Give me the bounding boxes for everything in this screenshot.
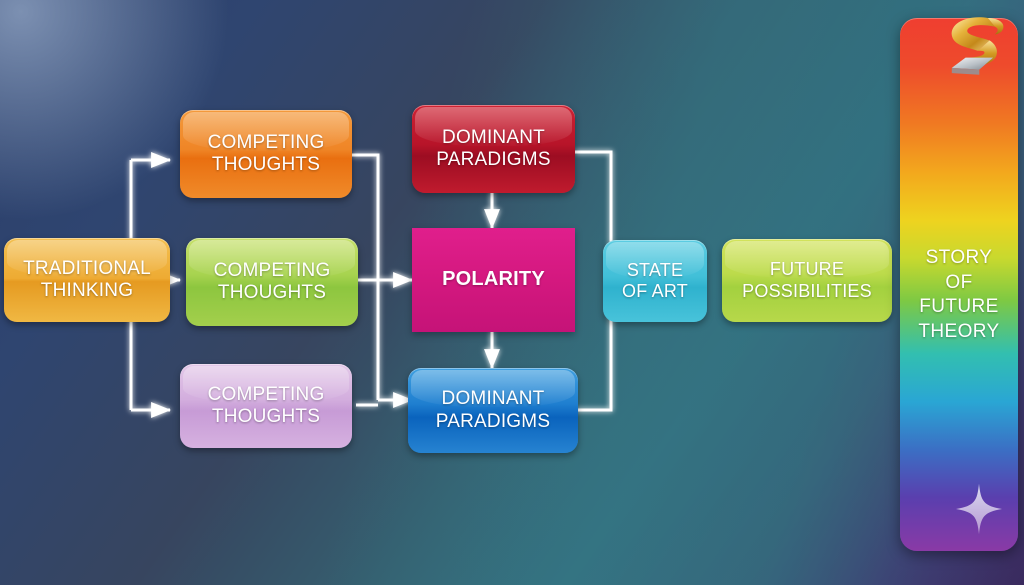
- node-line: PARADIGMS: [435, 410, 551, 432]
- node-state-of-art[interactable]: STATE OF ART: [603, 240, 707, 322]
- node-polarity[interactable]: POLARITY: [412, 228, 575, 332]
- node-line: COMPETING: [207, 131, 325, 153]
- story-line: STORY: [925, 247, 993, 268]
- story-line: OF: [945, 271, 973, 293]
- four-point-star-icon: [956, 483, 1002, 535]
- node-line: TRADITIONAL: [23, 257, 151, 279]
- node-line: POLARITY: [442, 268, 545, 291]
- node-competing-thoughts-bottom[interactable]: COMPETING THOUGHTS: [180, 364, 352, 448]
- node-line: COMPETING: [207, 383, 325, 405]
- node-line: PARADIGMS: [436, 149, 551, 170]
- node-line: POSSIBILITIES: [742, 280, 872, 301]
- s-ribbon-logo-icon: [951, 17, 1004, 75]
- node-line: THOUGHTS: [211, 154, 321, 175]
- node-line: OF ART: [622, 281, 688, 301]
- node-story-of-future-theory[interactable]: STORY OF FUTURE THEORY: [900, 17, 1018, 551]
- node-dominant-paradigms-bottom[interactable]: DOMINANT PARADIGMS: [408, 368, 578, 453]
- node-line: DOMINANT: [441, 388, 545, 410]
- story-line: THEORY: [918, 321, 1000, 343]
- story-panel-label: STORY OF FUTURE THEORY: [900, 246, 1018, 345]
- node-line: STATE: [626, 259, 684, 280]
- node-line: THOUGHTS: [217, 282, 327, 303]
- node-line: COMPETING: [213, 259, 331, 281]
- node-competing-thoughts-top[interactable]: COMPETING THOUGHTS: [180, 110, 352, 198]
- node-line: THOUGHTS: [211, 406, 321, 427]
- node-traditional-thinking[interactable]: TRADITIONAL THINKING: [4, 238, 170, 322]
- node-dominant-paradigms-top[interactable]: DOMINANT PARADIGMS: [412, 105, 575, 193]
- node-line: THINKING: [40, 280, 134, 301]
- node-line: FUTURE: [769, 259, 845, 280]
- story-line: FUTURE: [919, 296, 999, 318]
- node-competing-thoughts-middle[interactable]: COMPETING THOUGHTS: [186, 238, 358, 326]
- node-future-possibilities[interactable]: FUTURE POSSIBILITIES: [722, 239, 892, 322]
- node-line: DOMINANT: [442, 126, 545, 148]
